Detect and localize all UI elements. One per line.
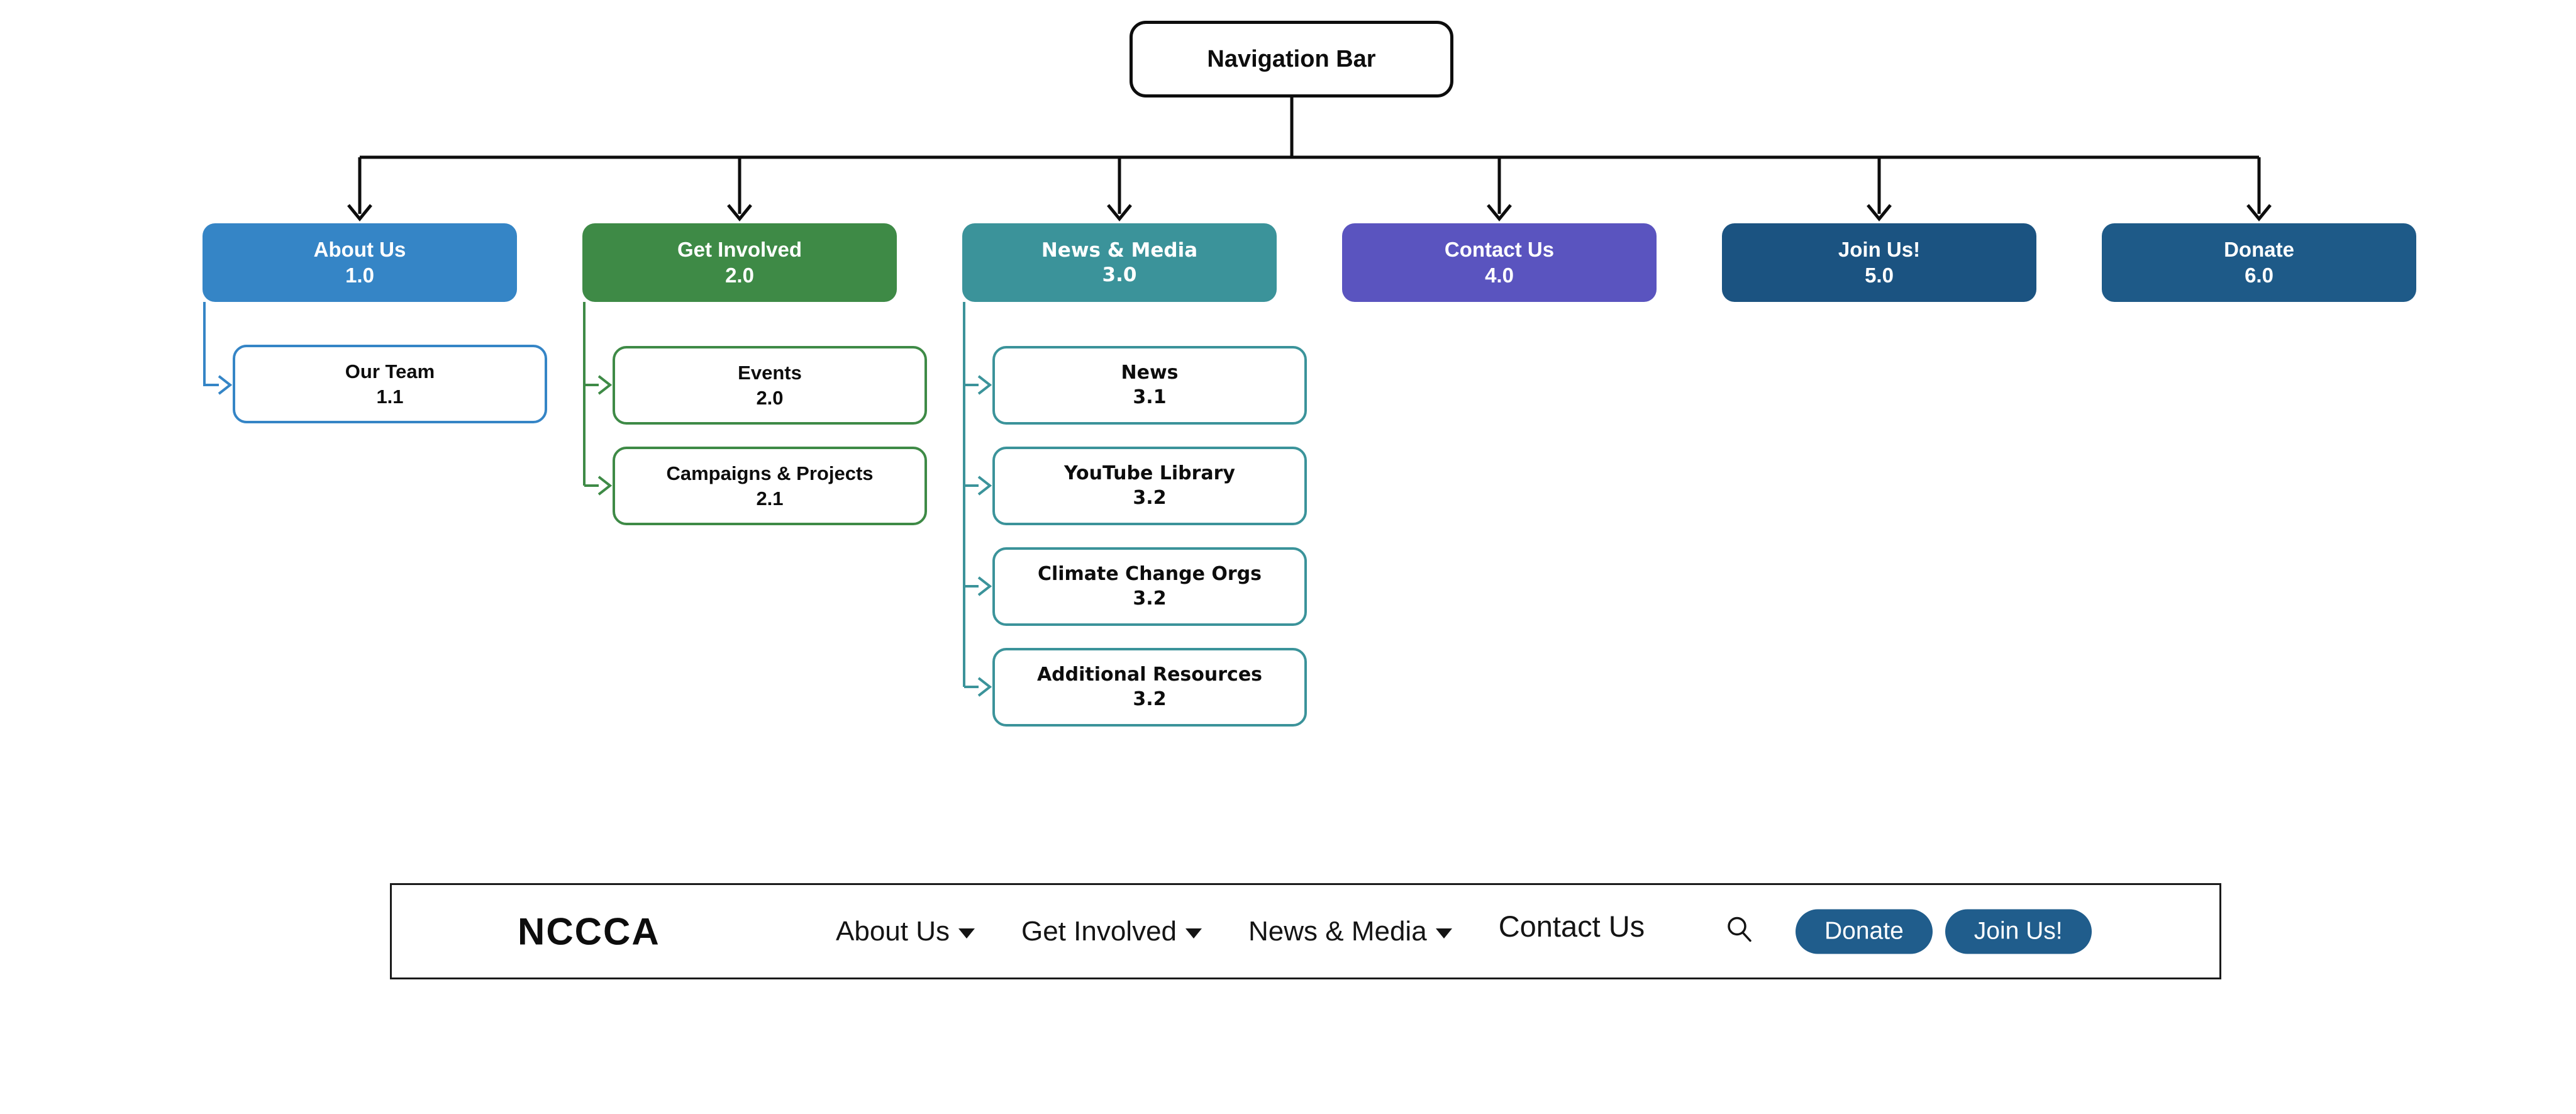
node-youtube-library[interactable]: YouTube Library 3.2 <box>992 447 1307 525</box>
node-news[interactable]: News 3.1 <box>992 346 1307 425</box>
node-climate-change-orgs[interactable]: Climate Change Orgs 3.2 <box>992 547 1307 626</box>
site-logo[interactable]: NCCCA <box>518 910 660 952</box>
node-number: 3.2 <box>1133 587 1167 610</box>
node-title: News & Media <box>1041 239 1198 262</box>
node-number: 3.2 <box>1133 486 1167 509</box>
arrowhead-right-icon <box>977 476 992 496</box>
node-title: YouTube Library <box>1064 462 1235 485</box>
node-title: Our Team <box>345 360 435 382</box>
node-number: 2.0 <box>725 263 754 287</box>
arrowhead-down-icon <box>1867 204 1892 221</box>
arrowhead-right-icon <box>977 677 992 697</box>
node-title: Get Involved <box>677 237 802 261</box>
node-number: 3.1 <box>1133 386 1167 408</box>
node-about-us[interactable]: About Us 1.0 <box>203 223 517 302</box>
navbar-mockup: NCCCA About Us Get Involved News & Media… <box>390 883 2221 979</box>
node-title: Join Us! <box>1838 237 1921 261</box>
chevron-down-icon <box>1435 928 1452 939</box>
node-number: 4.0 <box>1485 263 1514 287</box>
node-title: Contact Us <box>1444 237 1555 261</box>
node-news-media[interactable]: News & Media 3.0 <box>962 223 1277 302</box>
nav-links: About Us Get Involved News & Media Conta… <box>836 885 1645 978</box>
node-campaigns-projects[interactable]: Campaigns & Projects 2.1 <box>613 447 927 525</box>
donate-button[interactable]: Donate <box>1796 909 1933 954</box>
node-donate[interactable]: Donate 6.0 <box>2102 223 2416 302</box>
arrowhead-right-icon <box>977 576 992 596</box>
arrowhead-down-icon <box>1107 204 1132 221</box>
arrowhead-down-icon <box>347 204 372 221</box>
arrowhead-down-icon <box>1487 204 1512 221</box>
nav-item-contact-us[interactable]: Contact Us <box>1498 910 1645 943</box>
chevron-down-icon <box>1185 928 1202 939</box>
node-navigation-bar[interactable]: Navigation Bar <box>1130 21 1453 97</box>
node-number: 2.1 <box>756 487 784 510</box>
node-number: 1.0 <box>345 263 374 287</box>
arrowhead-right-icon <box>218 375 233 395</box>
navbar-buttons: Donate Join Us! <box>1796 909 2092 954</box>
node-number: 3.2 <box>1133 688 1167 710</box>
arrowhead-right-icon <box>977 375 992 395</box>
nav-item-get-involved[interactable]: Get Involved <box>1021 916 1202 947</box>
node-number: 2.0 <box>756 386 784 409</box>
node-title: Additional Resources <box>1036 664 1263 686</box>
node-number: 3.0 <box>1102 263 1137 286</box>
node-number: 6.0 <box>2245 263 2273 287</box>
arrowhead-right-icon <box>597 375 613 395</box>
node-events[interactable]: Events 2.0 <box>613 346 927 425</box>
nav-item-news-media[interactable]: News & Media <box>1248 916 1452 947</box>
node-title: News <box>1121 362 1179 384</box>
arrowhead-right-icon <box>597 476 613 496</box>
node-title: About Us <box>313 237 406 261</box>
node-number: 5.0 <box>1865 263 1894 287</box>
node-join-us[interactable]: Join Us! 5.0 <box>1722 223 2036 302</box>
node-additional-resources[interactable]: Additional Resources 3.2 <box>992 648 1307 727</box>
search-icon[interactable] <box>1724 913 1757 949</box>
node-title: Events <box>738 361 802 384</box>
node-number: 1.1 <box>376 385 404 408</box>
node-get-involved[interactable]: Get Involved 2.0 <box>582 223 897 302</box>
nav-item-about-us[interactable]: About Us <box>836 916 975 947</box>
node-label: Navigation Bar <box>1207 45 1376 72</box>
arrowhead-down-icon <box>2246 204 2272 221</box>
node-title: Climate Change Orgs <box>1037 563 1262 586</box>
join-us-button[interactable]: Join Us! <box>1945 909 2092 954</box>
node-title: Campaigns & Projects <box>666 462 874 484</box>
node-our-team[interactable]: Our Team 1.1 <box>233 345 547 423</box>
arrowhead-down-icon <box>727 204 752 221</box>
chevron-down-icon <box>958 928 975 939</box>
node-contact-us[interactable]: Contact Us 4.0 <box>1342 223 1657 302</box>
node-title: Donate <box>2224 237 2294 261</box>
